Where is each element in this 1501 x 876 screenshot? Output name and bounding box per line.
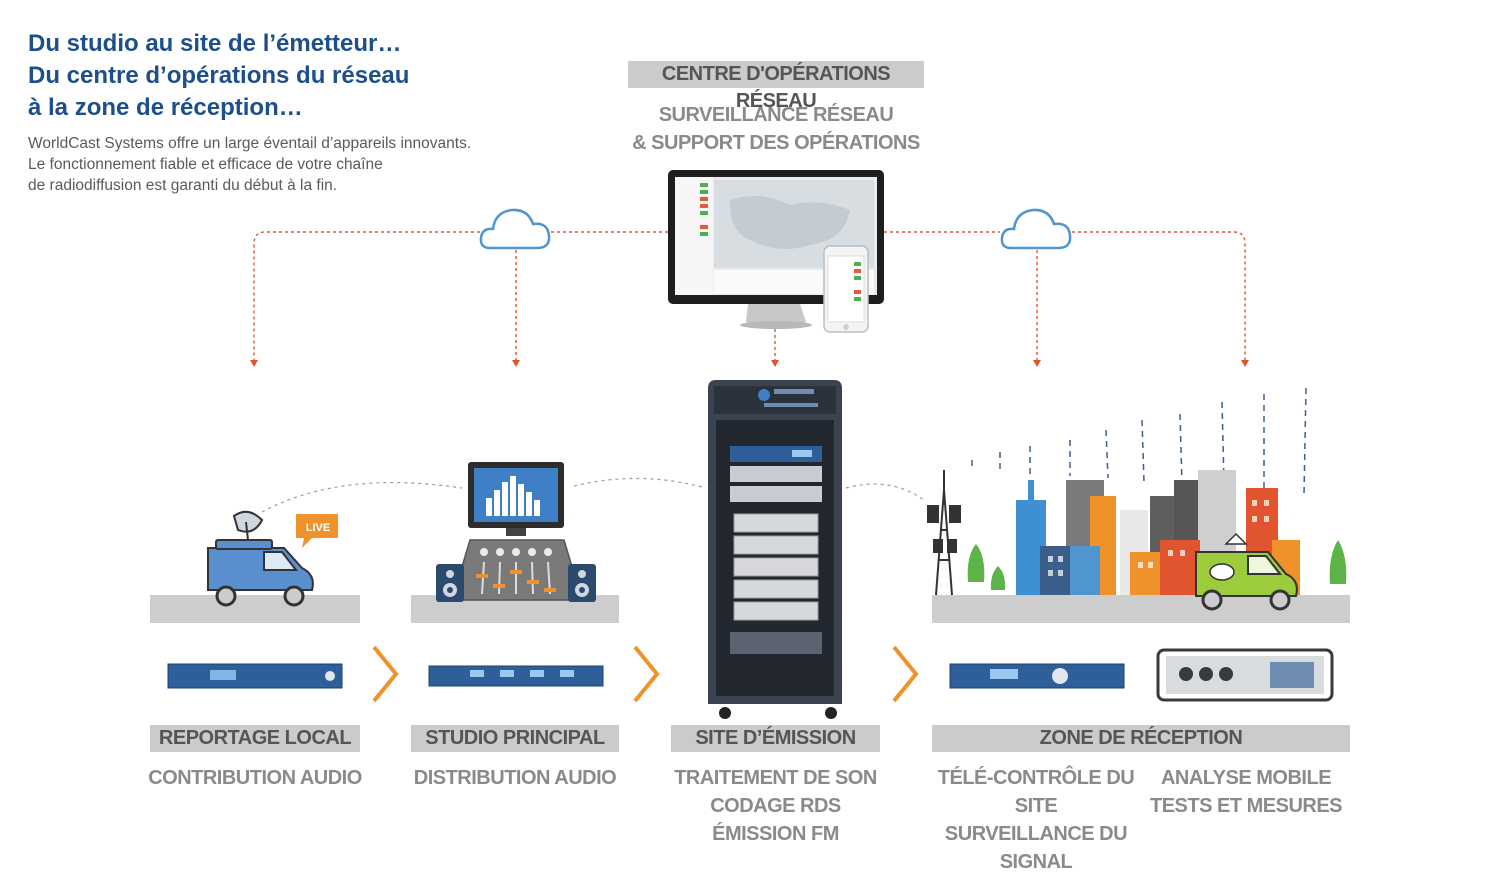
reception-subtitle-right-line-2: TESTS ET MESURES xyxy=(1149,795,1343,817)
cloud-icon xyxy=(1000,208,1072,250)
rack-icon xyxy=(708,380,842,719)
reception-subtitle-right: ANALYSE MOBILE TESTS ET MESURES xyxy=(1148,764,1344,820)
live-badge-label: LIVE xyxy=(306,522,330,534)
stage-title-local: REPORTAGE LOCAL xyxy=(158,727,352,749)
link-arc-middle xyxy=(573,477,707,489)
headline-line-2: Du centre d’opérations du réseau xyxy=(28,62,410,89)
stage-subtitle-transmitter-line-2: CODAGE RDS xyxy=(710,795,841,817)
intro-line-1: WorldCast Systems offre un large éventai… xyxy=(28,135,472,152)
noc-subtitle: SURVEILLANCE RÉSEAU & SUPPORT DES OPÉRAT… xyxy=(620,101,932,157)
reception-subtitle-left: TÉLÉ-CONTRÔLE DU SITE SURVEILLANCE DU SI… xyxy=(918,764,1154,876)
live-badge: LIVE xyxy=(296,514,338,548)
signal-waves xyxy=(971,387,1307,495)
rack-device-icon xyxy=(167,663,343,689)
van-icon xyxy=(207,539,314,607)
headline-line-3: à la zone de réception… xyxy=(28,94,303,121)
headline-line-1: Du studio au site de l’émetteur… xyxy=(28,30,402,57)
stage-banner-reception: ZONE DE RÉCEPTION xyxy=(932,725,1350,752)
chevron-right-icon xyxy=(633,645,660,703)
studio-monitor-icon xyxy=(468,462,564,536)
headline: Du studio au site de l’émetteur… Du cent… xyxy=(28,28,409,124)
stage-subtitle-studio: DISTRIBUTION AUDIO xyxy=(401,764,629,792)
city-icon xyxy=(1016,470,1300,595)
stage-title-reception: ZONE DE RÉCEPTION xyxy=(1039,727,1243,749)
stage-banner-local: REPORTAGE LOCAL xyxy=(150,725,360,752)
chevron-right-icon xyxy=(892,645,919,703)
van-icon xyxy=(1195,532,1298,611)
network-connection-lines xyxy=(253,231,1246,360)
noc-subtitle-line-2: & SUPPORT DES OPÉRATIONS xyxy=(632,132,920,154)
speaker-icon xyxy=(568,564,596,602)
arrowhead-icon xyxy=(512,360,520,367)
intro-line-2: Le fonctionnement fiable et efficace de … xyxy=(28,156,383,173)
rack-device-icon xyxy=(949,663,1125,689)
reception-subtitle-left-line-2: SURVEILLANCE DU SIGNAL xyxy=(944,823,1128,873)
stage-title-transmitter: SITE D’ÉMISSION xyxy=(695,727,856,749)
link-arc-right xyxy=(845,483,925,501)
reception-subtitle-right-line-1: ANALYSE MOBILE xyxy=(1160,767,1332,789)
rack-device-icon xyxy=(428,665,604,687)
stage-subtitle-local: CONTRIBUTION AUDIO xyxy=(140,764,370,792)
stage-banner-transmitter: SITE D’ÉMISSION xyxy=(671,725,880,752)
connection-left xyxy=(253,231,668,360)
noc-banner-label: CENTRE D'OPÉRATIONS RÉSEAU xyxy=(661,63,891,112)
noc-banner: CENTRE D'OPÉRATIONS RÉSEAU xyxy=(628,61,924,112)
speaker-icon xyxy=(436,564,464,602)
connection-arrowheads xyxy=(250,360,1249,367)
rack-device-icon xyxy=(730,446,822,502)
stage-subtitle-transmitter: TRAITEMENT DE SON CODAGE RDS ÉMISSION FM xyxy=(661,764,890,848)
cloud-icon xyxy=(479,208,551,250)
rack-device-icon xyxy=(1156,648,1334,702)
satellite-dish-icon xyxy=(232,510,264,541)
arrowhead-icon xyxy=(771,360,779,367)
smartphone-icon xyxy=(823,245,869,333)
tree-icon xyxy=(967,540,1347,590)
connection-right xyxy=(884,231,1246,360)
stage-subtitle-transmitter-line-3: ÉMISSION FM xyxy=(712,823,839,845)
stage-subtitle-studio-line: DISTRIBUTION AUDIO xyxy=(413,767,617,789)
noc-subtitle-line-1: SURVEILLANCE RÉSEAU xyxy=(658,104,894,126)
stage-subtitle-transmitter-line-1: TRAITEMENT DE SON xyxy=(674,767,877,789)
ground-local xyxy=(150,595,360,623)
mixer-icon xyxy=(450,539,584,601)
stage-banner-studio: STUDIO PRINCIPAL xyxy=(411,725,619,752)
link-arc-left xyxy=(261,482,463,513)
arrowhead-icon xyxy=(1241,360,1249,367)
arrowhead-icon xyxy=(250,360,258,367)
arrowhead-icon xyxy=(1033,360,1041,367)
intro-text: WorldCast Systems offre un large éventai… xyxy=(28,133,471,196)
reception-subtitle-left-line-1: TÉLÉ-CONTRÔLE DU SITE xyxy=(937,767,1135,817)
stage-title-studio: STUDIO PRINCIPAL xyxy=(425,727,605,749)
intro-line-3: de radiodiffusion est garanti du début à… xyxy=(28,177,338,194)
chevron-right-icon xyxy=(372,645,399,703)
stage-subtitle-local-line: CONTRIBUTION AUDIO xyxy=(148,767,362,789)
tower-icon xyxy=(927,470,961,596)
